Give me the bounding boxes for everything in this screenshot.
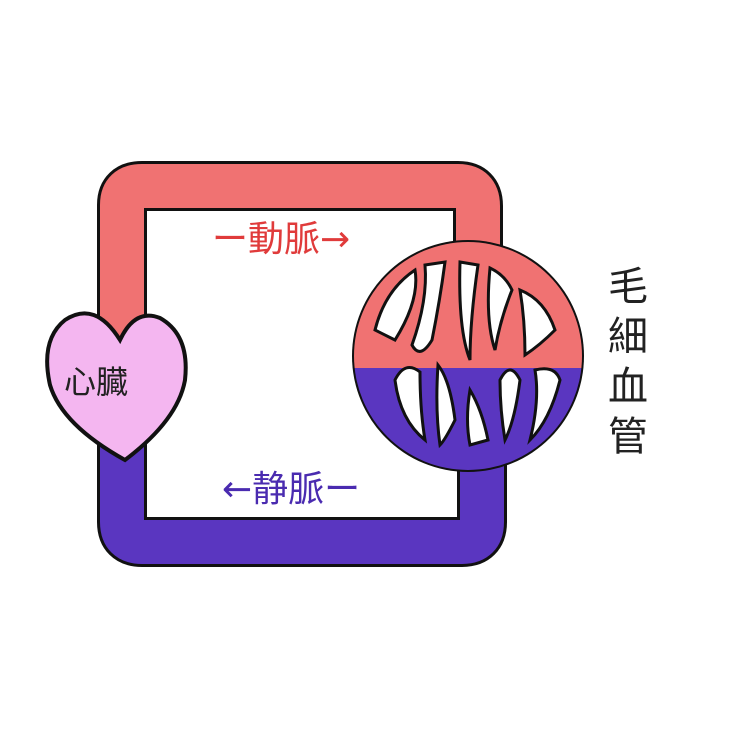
capillary-gaps bbox=[373, 260, 562, 449]
capillary-network bbox=[352, 240, 584, 472]
heart-label: 心臓 bbox=[64, 363, 129, 401]
heart-shape bbox=[45, 311, 188, 463]
vein-vessel bbox=[97, 430, 507, 567]
vein-label: ←静脈ー bbox=[222, 469, 361, 510]
artery-label: ー動脈→ bbox=[212, 219, 351, 260]
capillary-label: 毛細血管 bbox=[608, 264, 648, 460]
artery-vessel bbox=[97, 161, 503, 345]
